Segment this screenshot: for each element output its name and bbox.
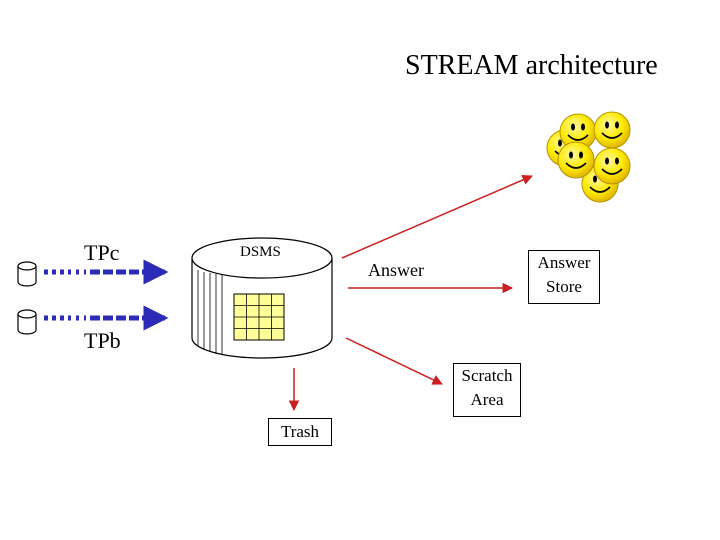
smiley-face-icon	[593, 147, 631, 185]
answer-store-line1: Answer	[537, 253, 591, 272]
scratch-area-line2: Area	[470, 390, 504, 409]
arrow-to-users	[341, 174, 533, 259]
trash-box: Trash	[268, 418, 332, 446]
smiley-face-icon	[559, 113, 597, 151]
dsms-label: DSMS	[240, 244, 281, 260]
source-label-tpb: TPb	[84, 328, 121, 353]
source-disk-tpb-icon	[17, 309, 37, 335]
answer-store-box: Answer Store	[528, 250, 600, 304]
smiley-face-icon	[593, 111, 631, 149]
trash-label: Trash	[280, 422, 320, 441]
users-group	[546, 111, 631, 203]
arrow-to-scratch-area	[345, 337, 443, 385]
answer-label: Answer	[368, 260, 424, 280]
scratch-area-box: Scratch Area	[453, 363, 521, 417]
source-label-tpc: TPc	[84, 240, 120, 265]
source-disk-tpc-icon	[17, 261, 37, 287]
smiley-face-icon	[557, 141, 595, 179]
answer-store-line2: Store	[546, 277, 582, 296]
slide-title: STREAM architecture	[405, 50, 658, 81]
dsms-grid	[233, 293, 285, 341]
scratch-area-line1: Scratch	[461, 366, 513, 385]
